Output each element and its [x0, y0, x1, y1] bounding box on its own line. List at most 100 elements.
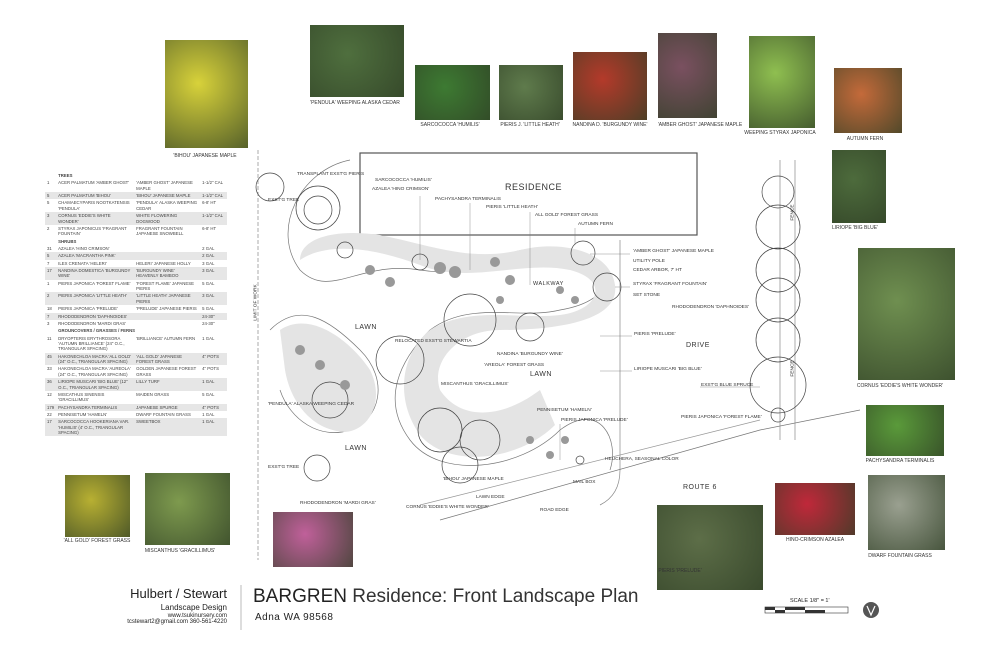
plant-photo: [573, 52, 647, 120]
common-name: LILLY TURF: [134, 378, 201, 391]
firm-block: Hulbert / Stewart Landscape Design www.t…: [127, 586, 227, 625]
botanical-name: PIERIS JAPONICA 'LITTLE HEATH': [56, 292, 135, 306]
limit-of-work-label: LIMIT OF WORK: [253, 284, 259, 321]
common-name: HELERI' JAPANESE HOLLY: [136, 260, 191, 266]
size: 4" POTS: [200, 403, 227, 411]
photo-caption: SARCOCOCCA 'HUMILIS': [420, 122, 480, 128]
quantity: 5: [45, 252, 57, 260]
photo-caption: 'BIHOU' JAPANESE MAPLE: [173, 153, 237, 159]
plan-label: RHODODENDRON 'MARDI GRAS': [300, 501, 376, 506]
photo-caption: CORNUS 'EDDIE'S WHITE WONDER': [856, 383, 944, 389]
photo-caption: WEEPING STYRAX JAPONICA: [744, 130, 816, 136]
quantity: 7: [47, 260, 50, 266]
quantity: 18: [47, 306, 52, 312]
plant-photo: [866, 405, 944, 456]
fence-label: FENCE: [790, 204, 796, 221]
size: 1 GAL: [200, 418, 227, 437]
plant-photo: [310, 25, 404, 97]
botanical-name: CORNUS 'EDDIE'S WHITE WONDER': [56, 212, 135, 225]
quantity: 2: [45, 292, 57, 306]
plan-label: 'BIHOU' JAPANESE MAPLE: [443, 477, 504, 482]
plan-label: RELOCATED EXST'G STEWARTIA: [395, 339, 472, 344]
size: 5 GAL: [202, 306, 215, 312]
plant-photo: [65, 475, 130, 537]
plant-photo: [499, 65, 563, 120]
plan-label: NANDINA 'BURGUNDY WINE': [497, 352, 563, 357]
plan-label: STYRAX 'FRAGRANT FOUNTAIN': [633, 282, 708, 287]
plan-label: PIERIS JAPONICA 'PRELUDE': [561, 418, 628, 423]
common-name: 'ALL GOLD' JAPANESE FOREST GRASS: [134, 352, 201, 366]
plan-label: HEUCHERA, SEASONAL COLOR: [605, 457, 679, 462]
botanical-name: HAKONECHLOA MACRA 'AUREOLA' (24" O.C., T…: [58, 366, 131, 377]
plan-label: 'AREOLA' FOREST GRASS: [484, 363, 545, 368]
plan-label: CORNUS 'EDDIE'S WHITE WONDER': [406, 505, 489, 510]
plant-photo: [145, 473, 230, 545]
plant-photo: [273, 512, 353, 567]
botanical-name: RHODODENDRON 'DAPHNOIDES': [56, 312, 135, 320]
table-row: 33 HAKONECHLOA MACRA 'AUREOLA' (24" O.C.,…: [45, 365, 227, 378]
table-section-header: TREES: [45, 172, 227, 180]
firm-name: Hulbert / Stewart: [130, 586, 227, 601]
quantity: 3: [47, 320, 50, 326]
plant-photo: [415, 65, 490, 120]
common-name: [134, 245, 200, 252]
common-name: 'BURGUNDY WINE' HEAVENLY BAMBOO: [134, 267, 201, 280]
size: 24-30": [200, 312, 227, 320]
size: 5 GAL: [202, 391, 215, 397]
common-name: 'AMBER GHOST' JAPANESE MAPLE: [136, 180, 193, 191]
quantity: 7: [45, 312, 57, 320]
project-title: BARGREN Residence: Front Landscape Plan: [253, 586, 638, 608]
size: 6-8' HT: [202, 225, 217, 231]
quantity: 31: [47, 245, 52, 251]
plant-photo: [834, 68, 902, 133]
botanical-name: ILEX CRENATA 'HELERI': [58, 260, 107, 266]
plan-label: 'PENDULA' ALASKA WEEPING CEDAR: [268, 402, 355, 407]
photo-caption: 'PENDULA' WEEPING ALASKA CEDAR: [310, 100, 400, 106]
scale-bar: [764, 606, 849, 614]
botanical-name: RHODODENDRON 'MARDI GRAS': [58, 320, 126, 326]
botanical-name: ACER PALMATUM 'AMBER GHOST': [58, 180, 130, 186]
lawn-label: LAWN: [530, 371, 552, 378]
common-name: [134, 252, 201, 260]
botanical-name: PIERIS JAPONICA 'PRELUDE': [58, 306, 118, 312]
project-name: BARGREN: [253, 586, 347, 607]
residence-label: RESIDENCE: [505, 182, 563, 192]
size: 6-8' HT: [202, 200, 217, 206]
plan-label: TRANSPLANT EXST'G PIERIS: [297, 172, 365, 177]
common-name: [134, 320, 200, 327]
botanical-name: LIRIOPE MUSCARI 'BIG BLUE' (12" O.C., TR…: [56, 378, 135, 391]
botanical-name: PACHYSANDRA TERMINALIS: [56, 403, 135, 411]
lawn-label: LAWN: [345, 445, 367, 452]
lawn-label: LAWN: [355, 324, 377, 331]
plant-photo: [657, 505, 763, 590]
plant-photo: [165, 40, 248, 148]
photo-caption: PIERIS 'PRELUDE': [658, 568, 702, 574]
quantity: 3: [45, 212, 57, 225]
photo-caption: 'ALL GOLD' FOREST GRASS: [63, 538, 131, 544]
common-name: JAPANESE SPURGE: [134, 403, 201, 411]
plant-photo: [868, 475, 945, 550]
route-label: ROUTE 6: [683, 484, 717, 491]
project-subtitle: Residence: Front Landscape Plan: [352, 586, 639, 607]
plan-label: PIERIS JAPONICA 'FOREST FLAME': [681, 415, 762, 420]
firm-website[interactable]: www.tsukinursery.com: [167, 613, 227, 619]
quantity: 33: [47, 366, 52, 372]
plan-label: SARCOCOCCA 'HUMILIS': [375, 178, 432, 183]
plant-photo: [658, 33, 717, 118]
photo-caption: HINO-CRIMSON AZALEA: [785, 537, 845, 543]
plan-label: MISCANTHUS 'GRACILLIMUS': [441, 382, 509, 387]
size: 1-1/2" CAL: [200, 212, 227, 225]
common-name: [134, 312, 201, 320]
planting-bed: [300, 232, 616, 457]
plan-label: LAWN EDGE: [476, 495, 505, 500]
